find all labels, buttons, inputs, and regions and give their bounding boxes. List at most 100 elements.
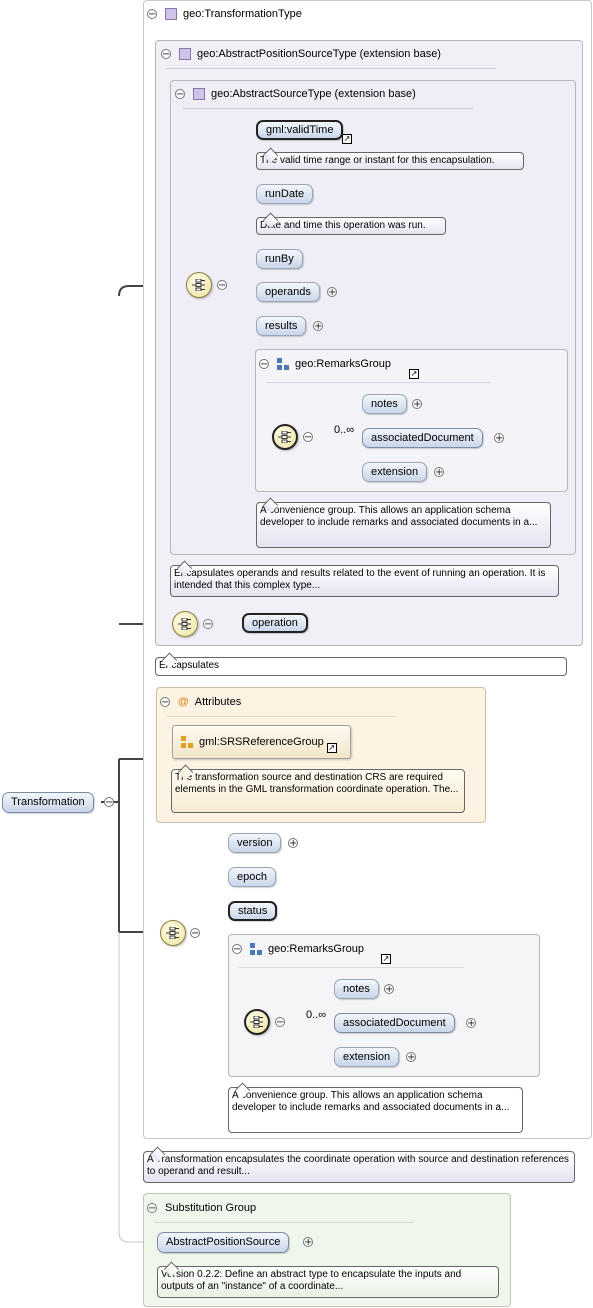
note-text: Date and time this operation was run. — [260, 220, 426, 231]
note-text: A Transformation encapsulates the coordi… — [147, 1154, 569, 1177]
sequence-icon — [250, 1016, 263, 1028]
note-transformation: A Transformation encapsulates the coordi… — [143, 1151, 575, 1183]
note-valid-time: The valid time range or instant for this… — [256, 152, 524, 170]
element-label: operation — [252, 617, 298, 629]
sequence-icon — [178, 618, 191, 630]
element-label: notes — [343, 983, 370, 995]
collapse-toggle[interactable]: − — [217, 280, 227, 291]
note-position-source: Encapsulates — [155, 657, 567, 676]
element-version[interactable]: version — [228, 833, 282, 853]
note-text: A convenience group. This allows an appl… — [260, 505, 538, 528]
sequence-compositor[interactable] — [244, 1009, 270, 1035]
note-remarks-group-2: A convenience group. This allows an appl… — [228, 1087, 523, 1133]
element-label: Transformation — [11, 796, 85, 808]
element-label: results — [265, 320, 298, 332]
element-label: associatedDocument — [343, 1017, 446, 1029]
link-icon[interactable]: ↗ — [326, 743, 337, 753]
note-text: A convenience group. This allows an appl… — [232, 1090, 510, 1113]
substitution-group-title: Substitution Group — [165, 1202, 257, 1214]
link-icon[interactable]: ↗ — [409, 369, 419, 379]
element-epoch[interactable]: epoch — [228, 867, 276, 887]
link-icon[interactable]: ↗ — [381, 954, 391, 964]
element-label: runDate — [265, 188, 305, 200]
sequence-compositor[interactable] — [186, 272, 212, 298]
collapse-toggle[interactable]: − — [232, 944, 242, 955]
expand-toggle[interactable]: + — [412, 399, 422, 410]
element-label: AbstractPositionSource — [166, 1236, 281, 1248]
note-run-date: Date and time this operation was run. — [256, 217, 446, 235]
occurrence-label: 0..∞ — [334, 424, 355, 436]
sequence-compositor[interactable] — [272, 424, 298, 450]
expand-toggle[interactable]: + — [384, 984, 394, 995]
element-label: version — [237, 837, 273, 849]
collapse-toggle[interactable]: − — [104, 797, 114, 808]
note-remarks-group: A convenience group. This allows an appl… — [256, 502, 551, 548]
expand-toggle[interactable]: + — [466, 1018, 476, 1029]
element-run-by[interactable]: runBy — [256, 249, 303, 269]
element-status[interactable]: status — [228, 901, 278, 921]
expand-toggle[interactable]: + — [303, 1237, 313, 1248]
element-extension[interactable]: extension — [334, 1047, 400, 1067]
collapse-toggle[interactable]: − — [147, 1203, 157, 1214]
note-text: Encapsulates operands and results relate… — [174, 568, 546, 591]
element-abstract-position-source[interactable]: AbstractPositionSource — [157, 1232, 290, 1253]
element-label: status — [238, 905, 268, 917]
note-text: The valid time range or instant for this… — [260, 155, 495, 166]
complex-type-icon — [179, 48, 191, 60]
remarks-group-title: geo:RemarksGroup — [268, 943, 364, 955]
complex-type-icon — [165, 8, 177, 20]
sequence-icon — [166, 927, 179, 939]
sequence-compositor[interactable] — [172, 611, 198, 637]
collapse-toggle[interactable]: − — [203, 619, 213, 630]
group-icon — [250, 943, 262, 955]
collapse-toggle[interactable]: − — [161, 49, 171, 60]
sequence-compositor[interactable] — [160, 920, 186, 946]
collapse-toggle[interactable]: − — [175, 89, 185, 100]
note-substitution: Version 0.2.2: Define an abstract type t… — [157, 1266, 499, 1298]
element-gml-valid-time[interactable]: gml:validTime — [256, 120, 344, 140]
expand-toggle[interactable]: + — [327, 287, 337, 298]
collapse-toggle[interactable]: − — [275, 1017, 285, 1028]
sequence-icon — [192, 279, 205, 291]
element-results[interactable]: results — [256, 316, 307, 336]
element-run-date[interactable]: runDate — [256, 184, 314, 204]
element-extension[interactable]: extension — [362, 462, 428, 482]
abstract-source-type-title: geo:AbstractSourceType (extension base) — [211, 88, 416, 100]
expand-toggle[interactable]: + — [313, 321, 323, 332]
expand-toggle[interactable]: + — [406, 1052, 416, 1063]
transformation-type-title: geo:TransformationType — [183, 8, 302, 20]
collapse-toggle[interactable]: − — [190, 928, 200, 939]
root-element-transformation[interactable]: Transformation — [2, 792, 94, 813]
link-icon[interactable]: ↗ — [342, 134, 352, 144]
element-label: gml:validTime — [266, 124, 334, 136]
element-label: operands — [265, 286, 311, 298]
collapse-toggle[interactable]: − — [160, 697, 170, 708]
element-label: extension — [343, 1051, 391, 1063]
attribute-group-srs-reference[interactable]: gml:SRSReferenceGroup ↗ — [172, 725, 351, 759]
group-icon — [277, 358, 289, 370]
element-label: epoch — [237, 871, 267, 883]
element-notes[interactable]: notes — [362, 394, 407, 414]
attribute-group-label: gml:SRSReferenceGroup — [199, 736, 324, 748]
element-operation[interactable]: operation — [242, 613, 308, 633]
element-associated-document[interactable]: associatedDocument — [362, 428, 483, 448]
element-operands[interactable]: operands — [256, 282, 320, 302]
note-text: Encapsulates — [159, 660, 220, 671]
sequence-icon — [278, 431, 291, 443]
element-associated-document[interactable]: associatedDocument — [334, 1013, 455, 1033]
note-text: The transformation source and destinatio… — [175, 772, 459, 795]
element-label: notes — [371, 398, 398, 410]
expand-toggle[interactable]: + — [494, 433, 504, 444]
element-label: extension — [371, 466, 419, 478]
remarks-group-title: geo:RemarksGroup — [295, 358, 391, 370]
abstract-position-source-type-title: geo:AbstractPositionSourceType (extensio… — [197, 48, 441, 60]
expand-toggle[interactable]: + — [434, 467, 444, 478]
collapse-toggle[interactable]: − — [147, 9, 157, 20]
collapse-toggle[interactable]: − — [259, 359, 269, 370]
expand-toggle[interactable]: + — [288, 838, 298, 849]
attribute-icon: @ — [178, 696, 189, 708]
element-notes[interactable]: notes — [334, 979, 379, 999]
note-attributes: The transformation source and destinatio… — [171, 769, 465, 813]
note-text: Version 0.2.2: Define an abstract type t… — [161, 1269, 462, 1292]
collapse-toggle[interactable]: − — [303, 432, 313, 443]
